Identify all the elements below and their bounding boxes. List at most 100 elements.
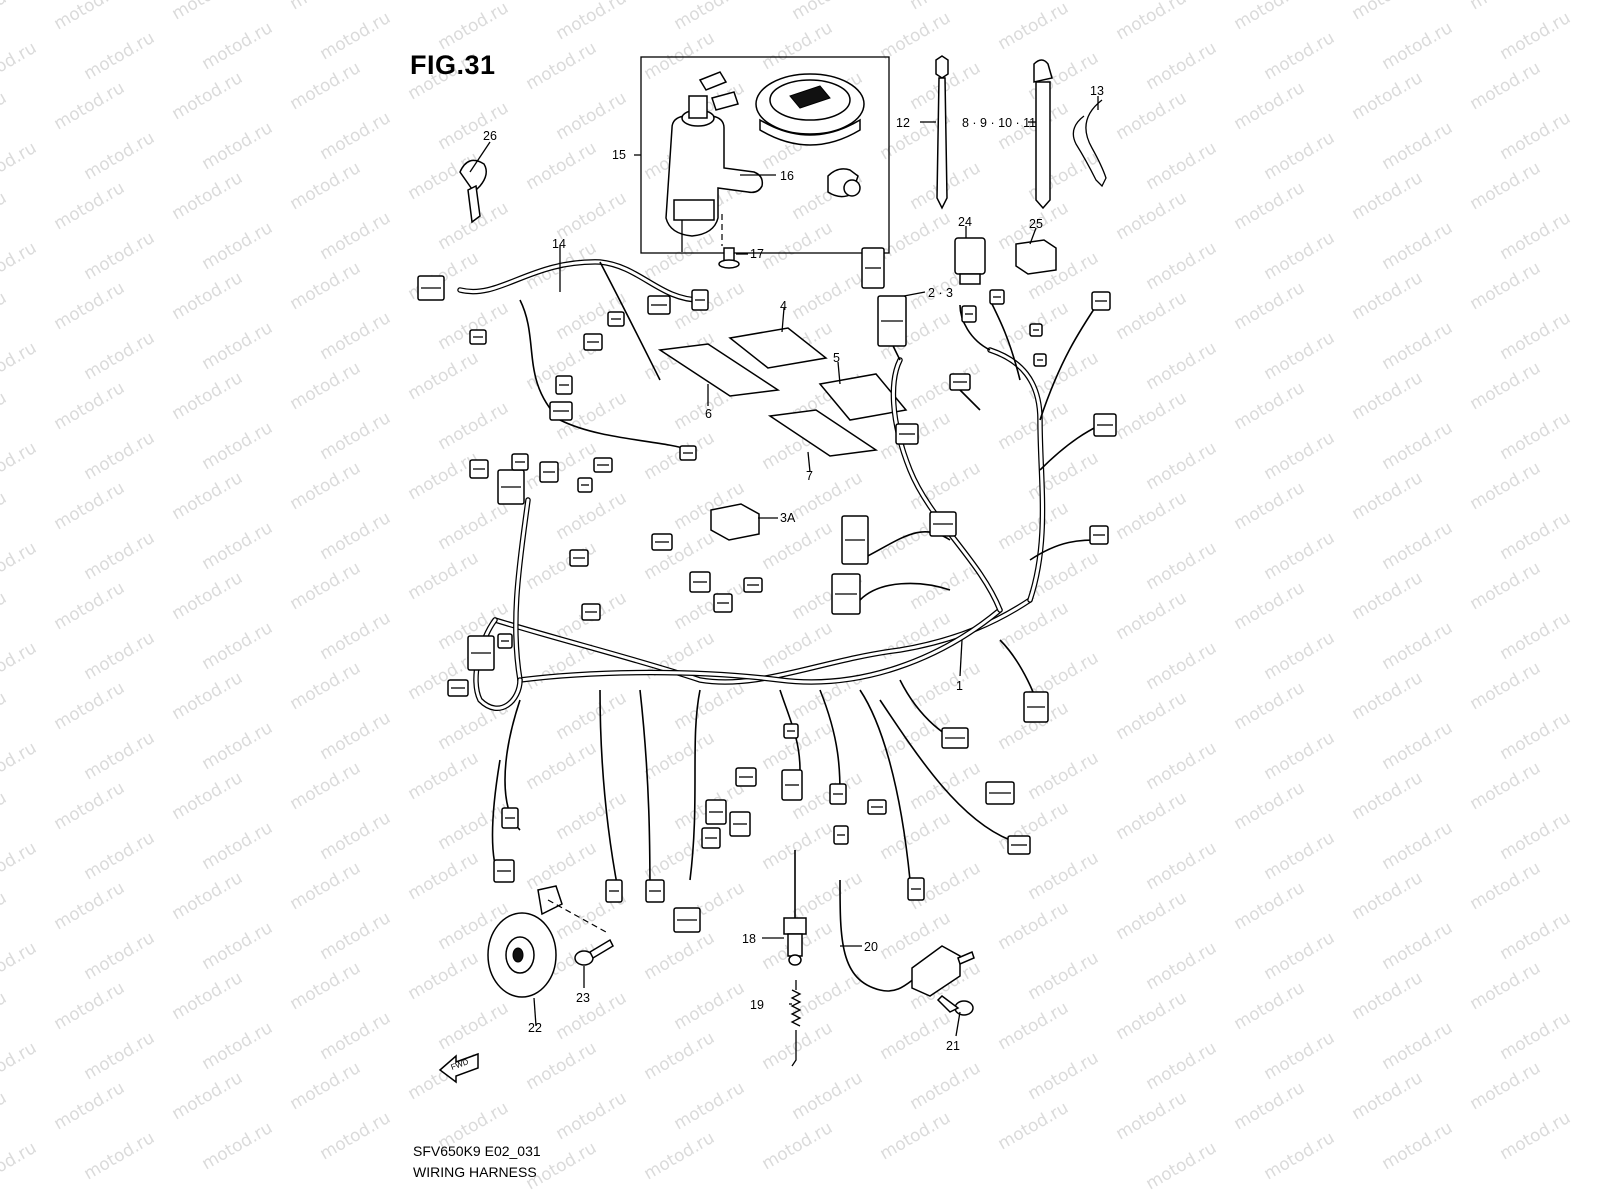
watermark-text: motod.ru <box>1261 728 1339 784</box>
watermark-text: motod.ru <box>1143 538 1221 594</box>
relay-3a <box>710 503 760 541</box>
watermark-text: motod.ru <box>1113 588 1191 644</box>
watermark-text: motod.ru <box>1497 208 1575 264</box>
watermark-text: motod.ru <box>81 28 159 84</box>
switch-18-icon <box>783 850 807 966</box>
watermark-text: motod.ru <box>0 388 10 444</box>
watermark-text: motod.ru <box>1261 628 1339 684</box>
watermark-text: motod.ru <box>0 938 40 994</box>
watermark-text: motod.ru <box>671 678 749 734</box>
fuel-cap-icon <box>755 73 865 146</box>
watermark-text: motod.ru <box>51 0 129 34</box>
watermark-text: motod.ru <box>789 268 867 324</box>
cable-tie-8-11 <box>1033 59 1053 210</box>
watermark-text: motod.ru <box>169 68 247 124</box>
watermark-text: motod.ru <box>199 18 277 74</box>
watermark-text: motod.ru <box>1467 358 1545 414</box>
watermark-text: motod.ru <box>317 8 395 64</box>
watermark-text: motod.ru <box>995 1098 1073 1154</box>
watermark-text: motod.ru <box>1349 868 1427 924</box>
watermark-text: motod.ru <box>317 408 395 464</box>
watermark-text: motod.ru <box>1467 458 1545 514</box>
seat-lock-icon <box>827 168 861 198</box>
watermark-text: motod.ru <box>877 1008 955 1064</box>
watermark-text: motod.ru <box>1261 128 1339 184</box>
watermark-text: motod.ru <box>0 188 10 244</box>
watermark-text: motod.ru <box>0 1088 10 1144</box>
relay-25 <box>1015 239 1057 275</box>
watermark-text: motod.ru <box>1379 618 1457 674</box>
watermark-text: motod.ru <box>995 0 1073 54</box>
connectors <box>417 247 1117 933</box>
watermark-text: motod.ru <box>199 418 277 474</box>
watermark-text: motod.ru <box>641 228 719 284</box>
watermark-text: motod.ru <box>51 678 129 734</box>
watermark-text: motod.ru <box>51 578 129 634</box>
watermark-text: motod.ru <box>1497 908 1575 964</box>
watermark-text: motod.ru <box>907 658 985 714</box>
watermark-text: motod.ru <box>1113 188 1191 244</box>
watermark-text: motod.ru <box>51 978 129 1034</box>
diagram-name: WIRING HARNESS <box>413 1164 537 1180</box>
watermark-text: motod.ru <box>1231 778 1309 834</box>
callout-18: 18 <box>742 932 756 946</box>
watermark-text: motod.ru <box>1025 948 1103 1004</box>
watermark-text: motod.ru <box>1467 58 1545 114</box>
watermark-text: motod.ru <box>1231 0 1309 34</box>
callout-labels: 1 2 · 3 3A 4 5 6 7 8 · 9 · 10 · 11 12 13… <box>483 84 1104 1053</box>
watermark-text: motod.ru <box>877 208 955 264</box>
watermark-text: motod.ru <box>1379 1118 1457 1174</box>
watermark-text: motod.ru <box>81 128 159 184</box>
callout-7: 7 <box>806 469 813 483</box>
watermark-text: motod.ru <box>287 558 365 614</box>
watermark-text: motod.ru <box>1231 78 1309 134</box>
watermark-text: motod.ru <box>789 868 867 924</box>
watermark-text: motod.ru <box>1113 688 1191 744</box>
watermark-text: motod.ru <box>51 878 129 934</box>
watermark-text: motod.ru <box>1379 1018 1457 1074</box>
callout-24: 24 <box>958 215 972 229</box>
callout-2-3: 2 · 3 <box>928 286 953 300</box>
watermark-text: motod.ru <box>51 378 129 434</box>
watermark-text: motod.ru <box>523 38 601 94</box>
watermark-text: motod.ru <box>435 998 513 1054</box>
watermark-text: motod.ru <box>81 328 159 384</box>
watermark-text: motod.ru <box>1143 138 1221 194</box>
watermark-text: motod.ru <box>1467 158 1545 214</box>
watermark-text: motod.ru <box>287 158 365 214</box>
watermark-text: motod.ru <box>81 728 159 784</box>
watermark-text: motod.ru <box>317 108 395 164</box>
callout-16: 16 <box>780 169 794 183</box>
watermark-text: motod.ru <box>759 1118 837 1174</box>
watermark-text: motod.ru <box>1349 168 1427 224</box>
watermark-text: motod.ru <box>1231 378 1309 434</box>
watermark-text: motod.ru <box>1379 918 1457 974</box>
callout-20: 20 <box>864 940 878 954</box>
watermark-text: motod.ru <box>199 118 277 174</box>
watermark-text: motod.ru <box>1349 768 1427 824</box>
watermark-text: motod.ru <box>1467 758 1545 814</box>
model-code: SFV650K9 E02_031 <box>413 1143 541 1159</box>
watermark-text: motod.ru <box>81 428 159 484</box>
clip-13 <box>1072 99 1107 188</box>
watermark-text: motod.ru <box>759 1018 837 1074</box>
watermark-text: motod.ru <box>405 948 483 1004</box>
watermark-text: motod.ru <box>81 228 159 284</box>
watermark-text: motod.ru <box>759 818 837 874</box>
bolt-21-icon <box>936 995 974 1016</box>
watermark-text: motod.ru <box>317 1008 395 1064</box>
watermark-text: motod.ru <box>81 628 159 684</box>
watermark-text: motod.ru <box>1113 0 1191 44</box>
watermark-text: motod.ru <box>1467 558 1545 614</box>
watermark-text: motod.ru <box>907 1058 985 1114</box>
watermark-text: motod.ru <box>523 138 601 194</box>
spring-19-icon <box>790 980 802 1067</box>
watermark-text: motod.ru <box>1025 448 1103 504</box>
watermark-text: motod.ru <box>1113 1088 1191 1144</box>
sensor-20-icon <box>839 879 975 997</box>
watermark-text: motod.ru <box>995 998 1073 1054</box>
watermark-text: motod.ru <box>0 988 10 1044</box>
watermark-text: motod.ru <box>1497 408 1575 464</box>
watermark-text: motod.ru <box>435 0 513 54</box>
watermark-text: motod.ru <box>1113 388 1191 444</box>
